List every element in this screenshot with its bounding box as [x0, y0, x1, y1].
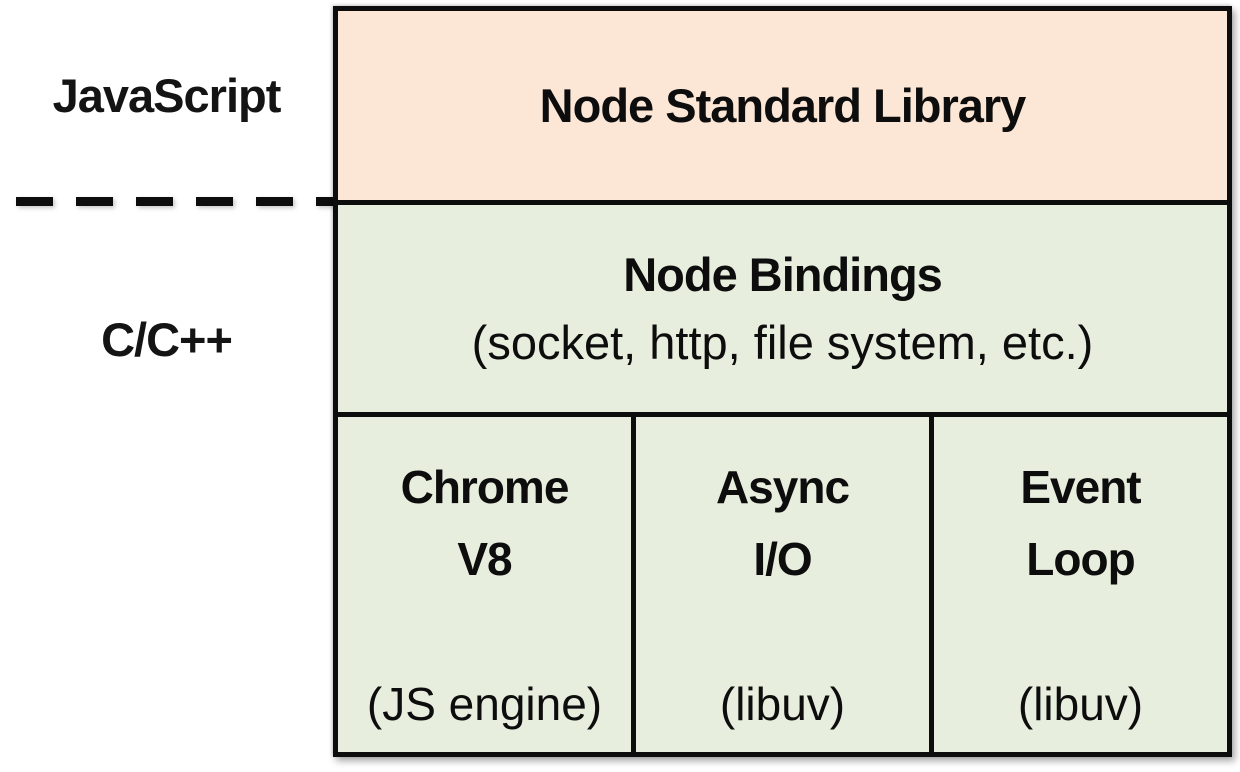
async-io-title-line1: Async	[715, 461, 850, 513]
node-standard-library-title: Node Standard Library	[539, 79, 1027, 132]
node-bindings-title: Node Bindings	[623, 247, 943, 301]
event-loop-title-line2: Loop	[1026, 533, 1135, 585]
event-loop-subtitle: (libuv)	[1017, 678, 1144, 730]
event-loop-cell: Event Loop (libuv)	[929, 417, 1227, 752]
event-loop-title-line1: Event	[1020, 461, 1141, 513]
chrome-v8-subtitle: (JS engine)	[366, 678, 603, 730]
event-loop-title: Event Loop	[1020, 451, 1141, 595]
architecture-box: Node Standard Library Node Bindings (soc…	[333, 6, 1232, 757]
c-cpp-layer-label: C/C++	[101, 313, 233, 366]
chrome-v8-title: Chrome V8	[400, 451, 570, 595]
node-bindings-subtitle: (socket, http, file system, etc.)	[471, 315, 1094, 369]
async-io-subtitle: (libuv)	[719, 678, 846, 730]
javascript-layer-label: JavaScript	[52, 69, 282, 122]
node-standard-library-layer: Node Standard Library	[338, 11, 1227, 205]
chrome-v8-cell: Chrome V8 (JS engine)	[338, 417, 631, 752]
chrome-v8-title-line2: V8	[457, 533, 512, 585]
async-io-title: Async I/O	[715, 451, 850, 595]
language-boundary-dashed-line	[16, 197, 334, 206]
chrome-v8-title-line1: Chrome	[400, 461, 570, 513]
async-io-title-line2: I/O	[753, 533, 812, 585]
async-io-cell: Async I/O (libuv)	[631, 417, 929, 752]
runtime-components-row: Chrome V8 (JS engine) Async I/O (libuv) …	[338, 417, 1227, 752]
node-bindings-layer: Node Bindings (socket, http, file system…	[338, 205, 1227, 417]
